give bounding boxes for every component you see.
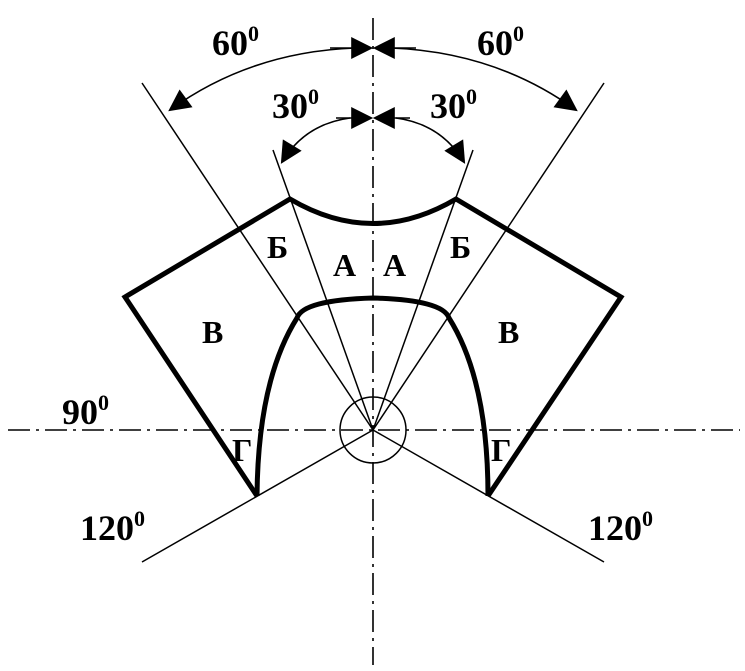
zone-label-v-left: В <box>202 314 223 350</box>
zone-label-a-right: А <box>383 247 406 283</box>
radial-line-30-left <box>272 149 374 431</box>
angle-label-60-right: 600 <box>477 21 524 63</box>
outer-contour <box>121 196 625 498</box>
angle-label-30-left: 300 <box>272 84 319 126</box>
radial-line-30-right <box>372 149 474 431</box>
zone-label-g-right: Г <box>491 432 511 468</box>
zone-label-g-left: Г <box>232 432 252 468</box>
arc-60-left <box>168 47 356 112</box>
zone-label-a-left: А <box>333 247 356 283</box>
center-circle <box>339 396 407 464</box>
zone-label-b-right: Б <box>450 229 471 265</box>
inner-contour <box>254 295 491 497</box>
zone-label-v-right: В <box>498 314 519 350</box>
zone-label-b-left: Б <box>267 229 288 265</box>
angle-label-120-right: 1200 <box>588 506 653 548</box>
arc-30-left <box>280 117 351 164</box>
angle-label-60-left: 600 <box>212 21 259 63</box>
angle-label-90: 900 <box>62 390 109 432</box>
angle-label-30-right: 300 <box>430 84 477 126</box>
angle-label-120-left: 1200 <box>80 506 145 548</box>
arc-30-right <box>395 117 466 164</box>
radial-line-60-right <box>372 82 605 431</box>
radial-line-60-left <box>141 82 374 431</box>
arc-60-right <box>390 47 578 112</box>
